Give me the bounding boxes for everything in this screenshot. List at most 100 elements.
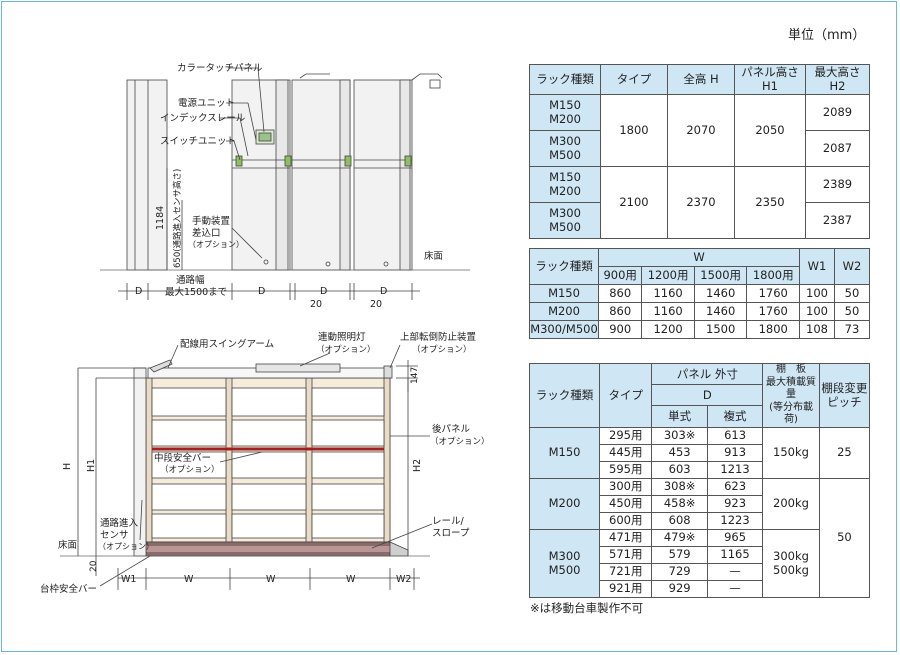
label-power-unit: 電源ユニット: [178, 98, 235, 109]
t3-cell: 300用: [599, 477, 653, 496]
t2-cell: 108: [799, 320, 835, 339]
front-view: [100, 67, 470, 300]
t2-cell: 1200: [641, 320, 695, 339]
t2-cell: 1160: [641, 284, 695, 303]
t1-type: 2100: [600, 165, 668, 239]
t3-cell: 458※: [651, 494, 708, 513]
label-floor: 床面: [424, 250, 443, 262]
label-dim-h2: H2: [412, 459, 423, 472]
t3-header-pitch: 棚段変更 ピッチ: [818, 363, 871, 428]
t3-rack: M150: [528, 426, 601, 479]
label-dim-w1: W1: [121, 574, 136, 585]
t3-header-shelf-2: 最大積載質量: [766, 376, 817, 401]
t3-cell: 921用: [599, 579, 653, 598]
t3-cell: 603: [651, 460, 708, 479]
t3-header-rack: ラック種類: [528, 363, 601, 428]
label-aisle-sensor-2: センサ: [100, 530, 129, 541]
t2-rack: M200: [529, 302, 599, 321]
t2-header-w1: W1: [799, 248, 835, 285]
t1-h2: 2387: [805, 201, 870, 239]
t3-header-double: 複式: [706, 405, 764, 428]
t3-cell: —: [706, 562, 764, 581]
label-dim-h: H: [62, 463, 73, 470]
t3-cell: 613: [706, 426, 764, 445]
t3-cell: 453: [651, 443, 708, 462]
unit-label: 単位（mm）: [788, 28, 866, 43]
t1-header-type: タイプ: [600, 64, 668, 95]
t2-sub-1200: 1200用: [641, 266, 695, 285]
side-view-labels: 配線用スイングアーム 連動照明灯 （オプション） 上部転倒防止装置 （オプション…: [40, 331, 490, 595]
t1-h1: 2350: [734, 165, 806, 239]
t3-header-shelf-1: 棚 板: [776, 364, 807, 375]
label-index-rail: インデックスレール: [160, 112, 246, 124]
label-dim-w2: W2: [396, 574, 411, 585]
t1-h2: 2089: [805, 93, 870, 131]
label-dim-d-left: D: [135, 286, 142, 297]
t2-cell: 1460: [693, 284, 748, 303]
label-rear-panel: 後パネル: [432, 423, 471, 435]
depth-table: ラック種類 タイプ パネル 外寸 棚 板 最大積載質量 (等分布載荷) 棚段変更…: [528, 362, 871, 598]
t2-cell: 1800: [746, 320, 800, 339]
label-dim-20-side: 20: [89, 560, 99, 572]
t1-rack: M150 M200: [529, 165, 601, 203]
side-view: [60, 344, 433, 590]
t2-cell: 50: [834, 302, 870, 321]
t3-header-shelf: 棚 板 最大積載質量 (等分布載荷): [762, 363, 820, 428]
label-rail-slope-2: スロープ: [432, 528, 470, 539]
label-dim-20-b: 20: [370, 299, 382, 310]
t3-cell: 729: [651, 562, 708, 581]
t1-rack: M150 M200: [529, 93, 601, 131]
t2-sub-1800: 1800用: [746, 266, 800, 285]
t3-cell: 965: [706, 528, 764, 547]
t3-header-single: 単式: [651, 405, 708, 428]
t2-cell: 1500: [693, 320, 748, 339]
t2-cell: 900: [597, 320, 643, 339]
t3-header-pitch-1: 棚段変更: [821, 380, 868, 395]
label-option: （オプション）: [188, 240, 244, 249]
t1-h1: 2050: [734, 93, 806, 167]
label-max-1500: 最大1500まで: [165, 286, 227, 298]
t1-h2: 2389: [805, 165, 870, 203]
t3-cell: 571用: [599, 545, 653, 564]
t3-cell: 1213: [706, 460, 764, 479]
label-dim-650: 650(通路進入センサ高さ): [172, 169, 183, 268]
t2-cell: 860: [597, 302, 643, 321]
t1-type: 1800: [600, 93, 668, 167]
t2-cell: 1460: [693, 302, 748, 321]
t3-rack: M200: [528, 477, 601, 530]
label-dim-w-1: W: [184, 574, 194, 585]
footnote: ※は移動台車製作不可: [530, 601, 644, 615]
label-linked-light-option: （オプション）: [316, 344, 376, 355]
t3-header-d: D: [651, 384, 764, 407]
label-dim-147: 147: [410, 367, 420, 384]
label-insert-port: 差込口: [192, 227, 221, 239]
t2-header-w2: W2: [834, 248, 870, 285]
label-dim-20-a: 20: [310, 299, 322, 310]
t1-rack: M300 M500: [529, 129, 601, 167]
t3-cell: 471用: [599, 528, 653, 547]
t3-header-panel: パネル 外寸: [651, 362, 764, 386]
t3-cell: 595用: [599, 460, 653, 479]
t3-cell: 479※: [651, 528, 708, 547]
t3-header-pitch-2: ピッチ: [827, 395, 862, 410]
label-switch-unit: スイッチユニット: [160, 136, 236, 147]
label-middle-bar: 中段安全バー: [154, 452, 211, 464]
t2-cell: 1160: [641, 302, 695, 321]
t2-cell: 100: [799, 284, 835, 303]
t3-cell: 721用: [599, 562, 653, 581]
t3-cell: 1165: [706, 545, 764, 564]
t2-rack: M150: [529, 284, 599, 303]
label-aisle-width: 通路幅: [176, 274, 205, 286]
label-aisle-sensor-3: （オプション）: [98, 542, 154, 551]
label-dim-h1: H1: [86, 459, 97, 472]
t2-cell: 1760: [746, 284, 800, 303]
label-dim-w-3: W: [346, 574, 356, 585]
label-middle-bar-option: （オプション）: [160, 464, 220, 475]
label-manual-device: 手動装置: [192, 215, 230, 227]
t2-cell: 860: [597, 284, 643, 303]
label-dim-d-3: D: [380, 286, 387, 297]
t3-cell: 913: [706, 443, 764, 462]
t3-cell: 608: [651, 511, 708, 530]
label-aisle-sensor-1: 通路進入: [100, 517, 139, 529]
label-swing-arm: 配線用スイングアーム: [180, 338, 274, 350]
